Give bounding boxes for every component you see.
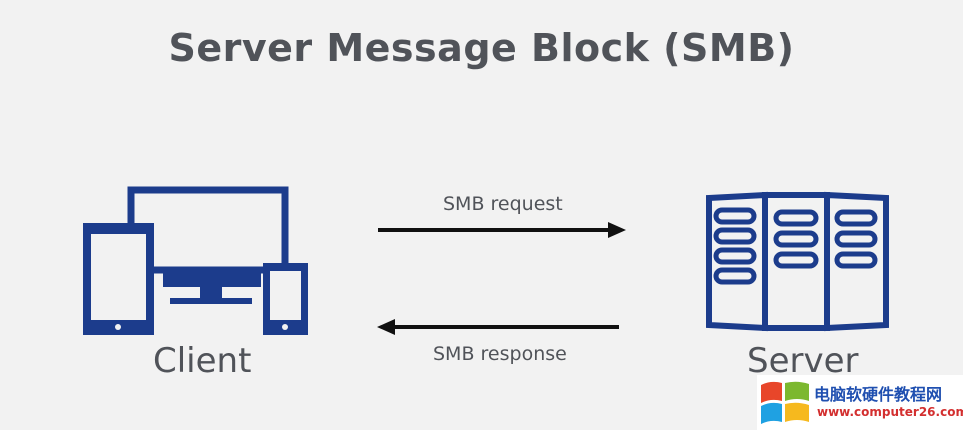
diagram-title: Server Message Block (SMB) xyxy=(168,26,795,70)
watermark: 电脑软硬件教程网 www.computer26.com xyxy=(757,375,963,430)
request-arrow xyxy=(378,222,626,238)
request-label: SMB request xyxy=(443,193,563,215)
response-arrow xyxy=(377,319,619,335)
server-label: Server xyxy=(747,341,859,381)
response-label: SMB response xyxy=(433,343,567,365)
windows-logo-icon xyxy=(761,381,809,424)
watermark-url: www.computer26.com xyxy=(817,405,963,419)
client-label: Client xyxy=(153,341,252,381)
watermark-title: 电脑软硬件教程网 xyxy=(814,385,943,404)
